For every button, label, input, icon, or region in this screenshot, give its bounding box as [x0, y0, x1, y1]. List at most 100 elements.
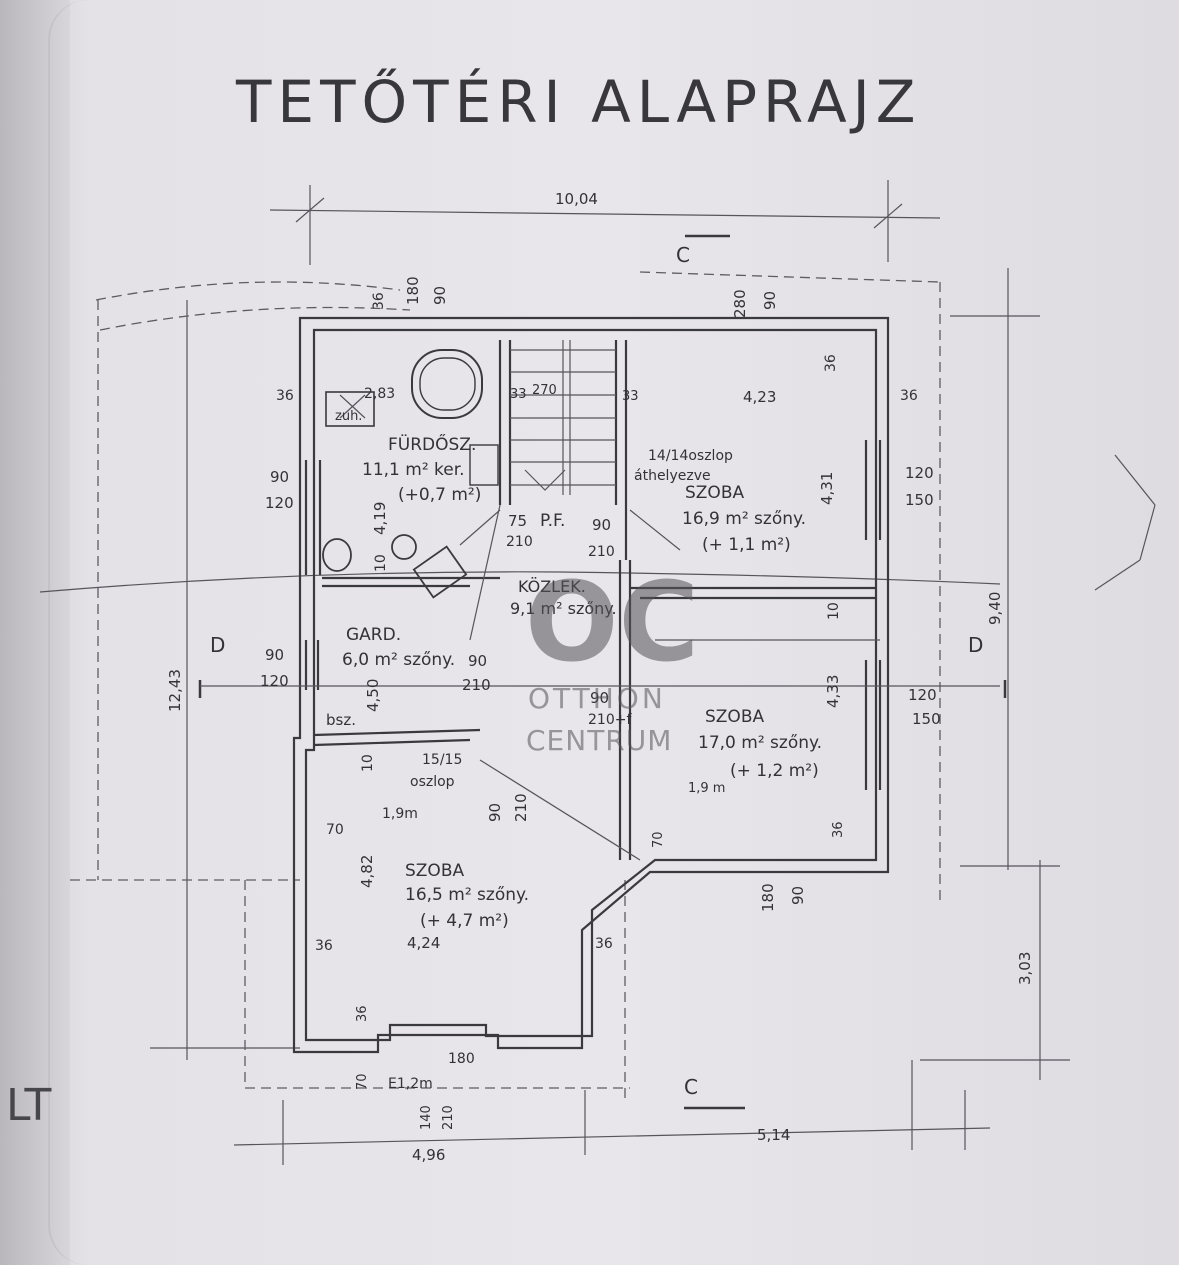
watermark-logo: OC — [525, 558, 699, 686]
section-c-bottom: C — [684, 1075, 698, 1099]
dim-label: 120 — [260, 672, 289, 690]
room-area-szoba-e: 17,0 m² szőny. — [698, 733, 822, 753]
dimension-labels: 10,04 12,43 9,40 4,96 5,14 3,03 36 180 9… — [166, 190, 1034, 1164]
bsz-label: bsz. — [326, 711, 356, 729]
room-name-furdoszoba: FÜRDŐSZ. — [388, 433, 476, 455]
dim-label: 210 — [441, 1105, 456, 1130]
dim-label: 10 — [373, 554, 389, 572]
dim-label: 10 — [360, 754, 376, 772]
dim-label: 36 — [595, 936, 613, 952]
dim-label: 4,24 — [407, 934, 440, 952]
dim-right-lower: 3,03 — [1016, 952, 1034, 985]
room-area-gard: 6,0 m² szőny. — [342, 650, 455, 670]
dim-label: 2,83 — [364, 386, 395, 402]
page-curve — [48, 0, 110, 1265]
watermark: OC OTTHON CENTRUM — [525, 558, 699, 757]
dim-label: 90 — [468, 652, 487, 670]
dim-label: 90 — [265, 646, 284, 664]
staircase — [459, 340, 681, 551]
edge-letters: LT — [6, 1080, 51, 1131]
section-d-left: D — [210, 633, 225, 657]
dim-label: 4,33 — [824, 675, 842, 708]
dim-label: 120 — [908, 686, 937, 704]
dim-label: 36 — [276, 388, 294, 404]
dim-label: 120 — [905, 464, 934, 482]
dimension-lines — [39, 180, 1070, 1165]
dim-overall-left: 12,43 — [166, 669, 184, 712]
dim-label: 4,19 — [371, 502, 389, 535]
room-name-szoba-ne: SZOBA — [685, 483, 744, 503]
room-extra-szoba-ne: (+ 1,1 m²) — [702, 535, 791, 555]
dim-overall-top: 10,04 — [555, 190, 598, 208]
plan-title: TETŐTÉRI ALAPRAJZ — [235, 67, 922, 136]
dim-label: 36 — [900, 388, 918, 404]
room-area-furdoszoba: 11,1 m² ker. — [362, 460, 465, 480]
room-extra-szoba-sw: (+ 4,7 m²) — [420, 911, 509, 931]
dim-label: 150 — [912, 710, 941, 728]
dim-label: 36 — [831, 821, 846, 838]
dim-bottom-left: 4,96 — [412, 1146, 445, 1164]
room-area-szoba-ne: 16,9 m² szőny. — [682, 509, 806, 529]
dim-label: 70 — [355, 1073, 370, 1090]
dim-label: 90 — [761, 291, 779, 310]
oszlop-14-label: 14/14oszlop — [648, 448, 733, 464]
dim-label: 270 — [532, 383, 557, 398]
dim-label: 33 — [622, 389, 639, 404]
room-extra-furdoszoba: (+0,7 m²) — [398, 485, 481, 505]
dim-label: 210 — [462, 676, 491, 694]
walls — [292, 316, 890, 1054]
bathroom-fixtures — [322, 349, 499, 599]
dim-label: 36 — [371, 292, 387, 310]
dim-label: 1,9 m — [688, 781, 725, 796]
zuhany-label: zuh. — [335, 409, 362, 424]
dim-label: 33 — [510, 387, 527, 402]
room-labels: FÜRDŐSZ. 11,1 m² ker. (+0,7 m²) KÖZLEK. … — [342, 433, 822, 931]
room-extra-szoba-e: (+ 1,2 m²) — [730, 761, 819, 781]
dim-label: 75 — [508, 512, 527, 530]
dim-label: 90 — [590, 689, 609, 707]
dim-bottom-right: 5,14 — [757, 1126, 790, 1144]
e12-label: E1,2m — [388, 1076, 433, 1092]
dim-label: 4,82 — [358, 855, 376, 888]
dim-overall-right: 9,40 — [986, 592, 1004, 625]
dim-label: 70 — [651, 831, 666, 848]
dim-label: 140 — [419, 1105, 434, 1130]
room-area-kozlekedo: 9,1 m² szőny. — [510, 599, 617, 618]
dim-label: 70 — [326, 822, 344, 838]
dim-label: 210 — [506, 534, 533, 550]
dim-label: 4,23 — [743, 388, 776, 406]
dim-label: 210 — [588, 544, 615, 560]
dim-label: 4,31 — [818, 472, 836, 505]
dim-label: 90 — [270, 468, 289, 486]
dim-label: 210+f — [588, 712, 632, 728]
oszlop-label: oszlop — [410, 774, 455, 790]
room-name-gard: GARD. — [346, 625, 401, 645]
dim-label: 4,50 — [364, 679, 382, 712]
dim-label: 150 — [905, 491, 934, 509]
dim-label: 180 — [404, 276, 422, 305]
watermark-line1: OTTHON — [528, 682, 666, 715]
dim-label: 180 — [759, 883, 777, 912]
dim-label: 36 — [355, 1005, 370, 1022]
pf-label: P.F. — [540, 511, 565, 531]
room-area-szoba-sw: 16,5 m² szőny. — [405, 885, 529, 905]
book-gutter — [0, 0, 70, 1265]
dim-label: 90 — [789, 886, 807, 905]
dim-label: 1,9m — [382, 806, 418, 822]
section-c-top: C — [676, 243, 690, 267]
dim-label: 90 — [592, 516, 611, 534]
dim-label: 90 — [486, 803, 504, 822]
dim-label: 280 — [731, 289, 749, 318]
dim-label: 36 — [315, 938, 333, 954]
dim-label: 36 — [823, 354, 839, 372]
watermark-line2: CENTRUM — [526, 724, 672, 757]
room-name-kozlekedo: KÖZLEK. — [518, 577, 586, 596]
misc-labels: zuh. bsz. P.F. 14/14oszlop áthelyezve 15… — [210, 243, 983, 1099]
section-d-right: D — [968, 633, 983, 657]
dim-label: 90 — [431, 286, 449, 305]
room-name-szoba-sw: SZOBA — [405, 861, 464, 881]
dim-label: 210 — [512, 793, 530, 822]
dim-label: 10 — [826, 602, 842, 620]
